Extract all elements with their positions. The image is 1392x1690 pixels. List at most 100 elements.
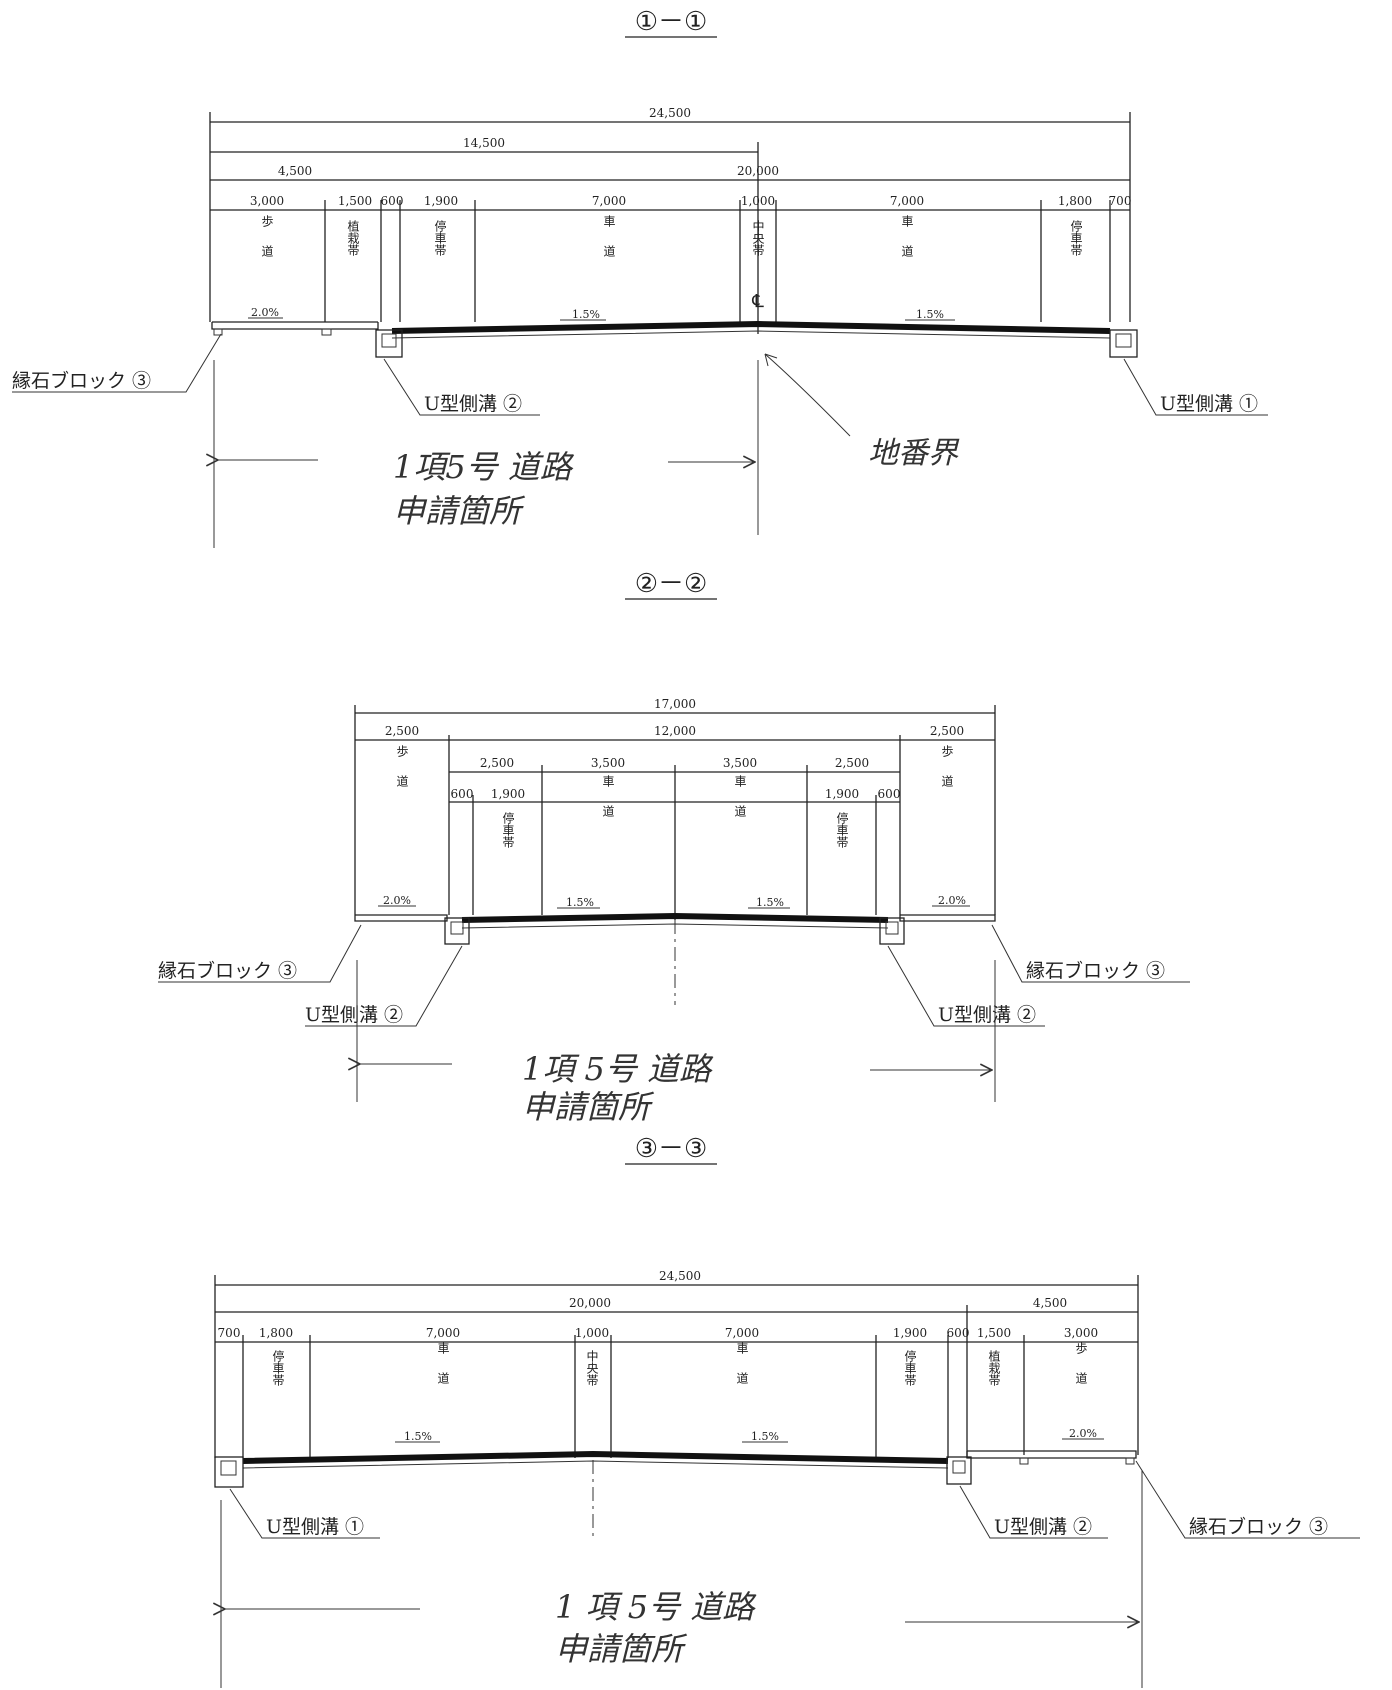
u-gutter-right: [879, 917, 905, 945]
seg-2: 1,800: [259, 1326, 293, 1340]
u-gutter-1: [1109, 329, 1138, 358]
dim-sub-left: 2,500: [385, 724, 419, 738]
label-u-gutter-right: U型側溝 ②: [938, 1004, 1036, 1026]
seg-3: 600: [381, 194, 404, 208]
dim-sub2-3: 3,500: [723, 756, 757, 770]
band-sidewalk: 歩道: [260, 214, 274, 275]
seg-5: 7,000: [725, 1326, 759, 1340]
seg-5: 7,000: [592, 194, 626, 208]
seg-4: 1,900: [424, 194, 458, 208]
pavement-surface: [461, 912, 889, 923]
dim-sub2-4: 2,500: [835, 756, 869, 770]
band-roadway-right: 車道: [735, 1342, 749, 1402]
application-note-line1: 1項 5号 道路: [522, 1050, 714, 1088]
band-parking-right: 停車帯: [1069, 219, 1083, 256]
seg-8: 1,500: [977, 1326, 1011, 1340]
centerline-mark: ℄: [751, 291, 764, 312]
lot-boundary-note: 地番界: [868, 436, 960, 471]
band-parking-right: 停車帯: [903, 1349, 917, 1386]
section-2: ②－② 17,000 2,500 12,000 2,500 2,500 3,50…: [158, 569, 1190, 1126]
seg-7: 7,000: [890, 194, 924, 208]
band-median: 中央帯: [751, 219, 765, 256]
band-planting: 植栽帯: [987, 1349, 1001, 1386]
section-3: ③－③ 24,500 20,000 4,500 700 1,800 7,000 …: [215, 1134, 1360, 1688]
seg-9: 700: [1109, 194, 1132, 208]
dim-sub2-2: 3,500: [591, 756, 625, 770]
pavement-surface: [242, 1450, 949, 1464]
section-1-title: ①－①: [635, 7, 708, 37]
application-note-line2: 申請箇所: [393, 492, 526, 530]
band-planting: 植栽帯: [346, 219, 360, 256]
seg-4: 1,000: [575, 1326, 609, 1340]
section-3-title: ③－③: [635, 1134, 708, 1164]
application-note-line2: 申請箇所: [522, 1088, 655, 1126]
application-note-line1: 1 項 5号 道路: [555, 1588, 757, 1626]
section-1: ①－① 24,500 14,500 4,500 20,000 3,000 1,5…: [12, 7, 1268, 548]
u-gutter-1: [214, 1456, 244, 1488]
slope-roadway-left: 1.5%: [404, 1430, 432, 1443]
band-sidewalk-right: 歩道: [940, 744, 954, 805]
dim-sub-b-left: 4,500: [278, 164, 312, 178]
slope-roadway-right: 1.5%: [751, 1430, 779, 1443]
u-gutter-2: [946, 1456, 972, 1485]
band-parking-left: 停車帯: [271, 1349, 285, 1386]
label-curb-block: 縁石ブロック ③: [12, 369, 151, 392]
band-parking-left: 停車帯: [501, 811, 515, 848]
seg-3: 1,900: [825, 787, 859, 801]
dim-sub-mid: 12,000: [654, 724, 696, 738]
seg-7: 600: [947, 1326, 970, 1340]
slope-sidewalk: 2.0%: [251, 306, 279, 319]
band-parking-right: 停車帯: [835, 811, 849, 848]
label-u-gutter-2: U型側溝 ②: [424, 393, 522, 415]
label-curb-block-left: 縁石ブロック ③: [158, 959, 297, 982]
slope-sidewalk-right: 2.0%: [938, 894, 966, 907]
band-roadway-right: 車道: [900, 215, 914, 275]
application-note-line1: 1項5号 道路: [393, 448, 575, 486]
dim-overall: 17,000: [654, 697, 696, 711]
seg-6: 1,900: [893, 1326, 927, 1340]
label-curb-block-right: 縁石ブロック ③: [1026, 959, 1165, 982]
band-parking-left: 停車帯: [433, 219, 447, 256]
band-sidewalk: 歩道: [1074, 1341, 1088, 1402]
label-u-gutter-2: U型側溝 ②: [994, 1516, 1092, 1538]
label-u-gutter-1: U型側溝 ①: [266, 1516, 364, 1538]
seg-3: 7,000: [426, 1326, 460, 1340]
slope-sidewalk-left: 2.0%: [383, 894, 411, 907]
slope-roadway-left: 1.5%: [572, 308, 600, 321]
label-u-gutter-left: U型側溝 ②: [305, 1004, 403, 1026]
label-curb-block: 縁石ブロック ③: [1189, 1515, 1328, 1538]
dim-sub-right: 2,500: [930, 724, 964, 738]
slope-roadway-left: 1.5%: [566, 896, 594, 909]
section-2-title: ②－②: [635, 569, 708, 599]
band-roadway-left: 車道: [602, 215, 616, 275]
u-gutter-2: [375, 329, 403, 358]
slope-roadway-right: 1.5%: [916, 308, 944, 321]
seg-9: 3,000: [1064, 1326, 1098, 1340]
band-dividers: [209, 112, 1131, 334]
seg-4: 600: [878, 787, 901, 801]
u-gutter-left: [444, 917, 470, 945]
seg-2: 1,900: [491, 787, 525, 801]
dim-sub-left: 20,000: [569, 1296, 611, 1310]
seg-2: 1,500: [338, 194, 372, 208]
pavement-surface: [391, 320, 1111, 334]
dim-sub2-1: 2,500: [480, 756, 514, 770]
sidewalk-slab: [211, 321, 379, 330]
application-note-line2: 申請箇所: [555, 1630, 688, 1668]
band-roadway-left: 車道: [601, 775, 615, 835]
label-u-gutter-1: U型側溝 ①: [1160, 393, 1258, 415]
seg-1: 600: [451, 787, 474, 801]
band-median: 中央帯: [585, 1349, 599, 1386]
dim-sub-right: 4,500: [1033, 1296, 1067, 1310]
band-roadway-right: 車道: [733, 775, 747, 835]
seg-1: 700: [218, 1326, 241, 1340]
dim-overall: 24,500: [659, 1269, 701, 1283]
slope-sidewalk: 2.0%: [1069, 1427, 1097, 1440]
seg-1: 3,000: [250, 194, 284, 208]
dim-overall: 24,500: [649, 106, 691, 120]
seg-8: 1,800: [1058, 194, 1092, 208]
dim-sub-a: 14,500: [463, 136, 505, 150]
band-roadway-left: 車道: [436, 1342, 450, 1402]
slope-roadway-right: 1.5%: [756, 896, 784, 909]
